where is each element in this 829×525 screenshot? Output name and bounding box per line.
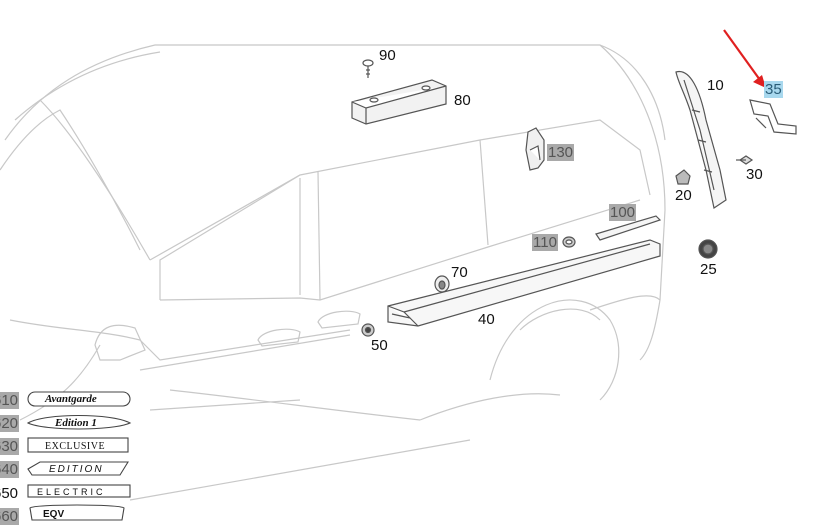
callout-30[interactable]: 30 bbox=[746, 166, 763, 183]
callout-100[interactable]: 100 bbox=[609, 204, 637, 221]
callout-130[interactable]: 130 bbox=[547, 144, 575, 161]
callout-620[interactable]: 620 bbox=[0, 415, 20, 432]
callout-50[interactable]: 50 bbox=[371, 337, 388, 354]
part-90-screw bbox=[362, 59, 374, 78]
badge-edition: EDITION bbox=[49, 464, 104, 475]
badge-eqv: EQV bbox=[43, 509, 65, 520]
callout-70[interactable]: 70 bbox=[451, 264, 468, 281]
wheel-arch bbox=[489, 299, 620, 401]
window-frame bbox=[149, 119, 651, 261]
part-100-strip bbox=[595, 215, 662, 241]
part-20-clip bbox=[675, 169, 691, 185]
badge-avantgarde-plate bbox=[27, 391, 131, 407]
callout-80[interactable]: 80 bbox=[454, 92, 471, 109]
callout-35[interactable]: 35 bbox=[764, 81, 783, 98]
callout-25[interactable]: 25 bbox=[700, 261, 717, 278]
badge-edition1-plate bbox=[26, 415, 132, 430]
callout-90[interactable]: 90 bbox=[379, 47, 396, 64]
badges bbox=[26, 391, 132, 521]
callout-20[interactable]: 20 bbox=[675, 187, 692, 204]
callout-40[interactable]: 40 bbox=[478, 311, 495, 328]
part-130-clip bbox=[525, 127, 545, 171]
badge-eqv-plate bbox=[29, 504, 125, 521]
badge-exclusive-plate bbox=[27, 437, 129, 453]
part-40-trim bbox=[387, 239, 661, 327]
part-25-grommet bbox=[698, 239, 718, 259]
callout-110[interactable]: 110 bbox=[532, 234, 558, 251]
callout-650[interactable]: 650 bbox=[0, 485, 19, 502]
badge-edition-plate bbox=[27, 461, 129, 476]
badge-edition1: Edition 1 bbox=[55, 417, 97, 429]
callout-610[interactable]: 610 bbox=[0, 392, 20, 409]
part-70-clip bbox=[434, 275, 450, 293]
mirror-outline bbox=[94, 324, 146, 361]
callout-660[interactable]: 660 bbox=[0, 508, 20, 525]
part-50-clip bbox=[361, 323, 375, 337]
callout-630[interactable]: 630 bbox=[0, 438, 20, 455]
badge-electric-plate bbox=[27, 484, 131, 498]
part-10-pillar bbox=[675, 71, 727, 209]
part-30-screw bbox=[736, 155, 754, 165]
part-35-bracket bbox=[749, 99, 797, 135]
badge-avantgarde: Avantgarde bbox=[45, 393, 97, 405]
pointer-arrow bbox=[723, 29, 766, 88]
callout-10[interactable]: 10 bbox=[707, 77, 724, 94]
callout-640[interactable]: 640 bbox=[0, 461, 20, 478]
part-80-block bbox=[351, 79, 447, 125]
badge-electric: ELECTRIC bbox=[37, 487, 106, 497]
badge-exclusive: EXCLUSIVE bbox=[45, 441, 106, 452]
part-110-clip bbox=[562, 236, 576, 248]
